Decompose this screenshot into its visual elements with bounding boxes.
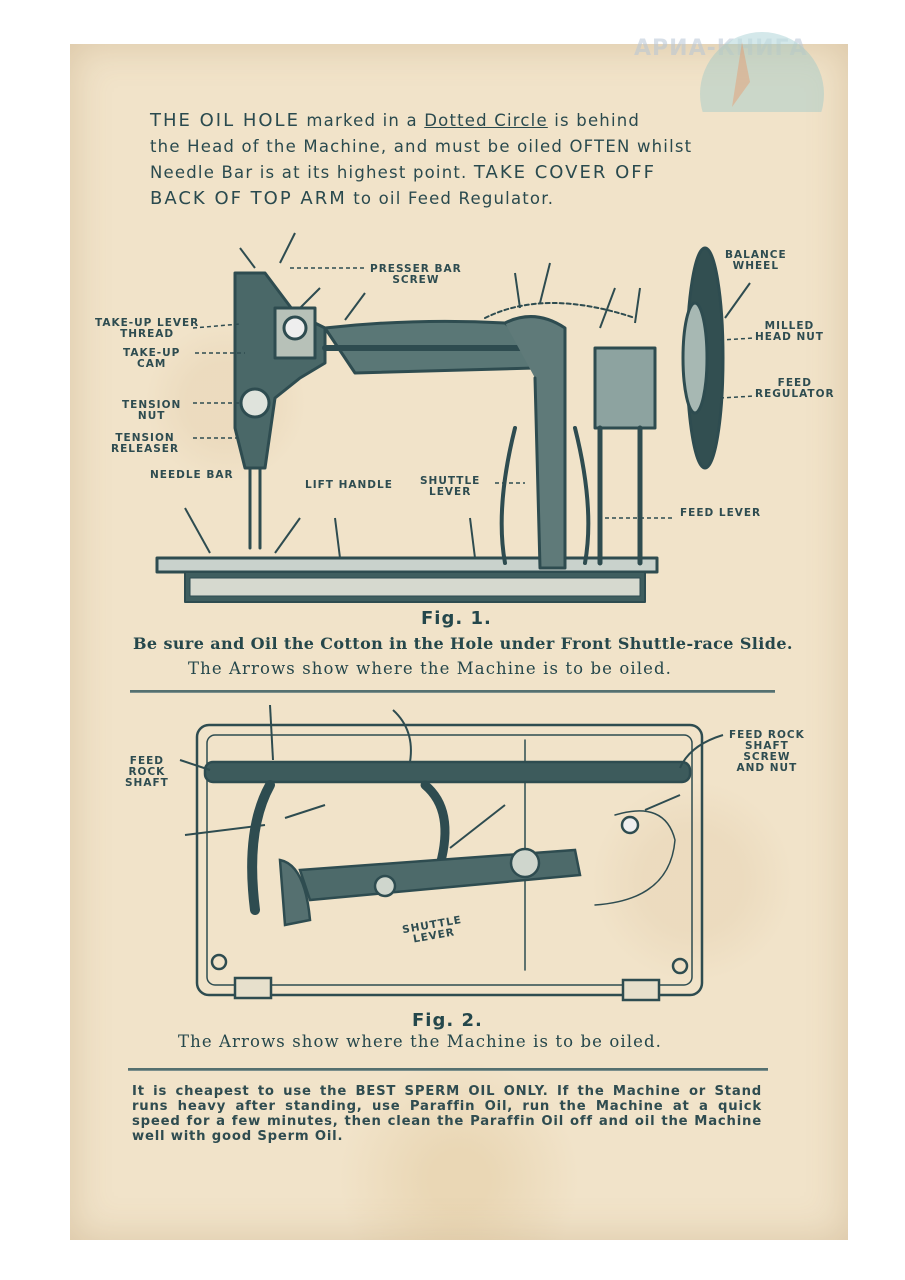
intro-oil-hole: THE OIL HOLE [150, 110, 300, 131]
label-shuttle-lever: SHUTTLE LEVER [420, 475, 481, 498]
intro-back-top-arm: BACK OF TOP ARM [150, 188, 347, 209]
intro-text: to oil Feed Regulator. [346, 189, 555, 208]
figure-1: PRESSER BAR SCREW BALANCE WHEEL TAKE-UP … [95, 228, 855, 608]
globe-icon [700, 32, 824, 112]
intro-paragraph: THE OIL HOLE marked in a Dotted Circle i… [150, 108, 790, 212]
label-take-up-lever-thread: TAKE-UP LEVER THREAD [95, 317, 200, 340]
manual-page [70, 44, 848, 1240]
label-tension-nut: TENSION NUT [122, 399, 182, 422]
label-balance-wheel: BALANCE WHEEL [725, 249, 787, 272]
sewing-machine-underside-illustration [179, 704, 724, 1002]
label-needle-bar: NEEDLE BAR [150, 469, 234, 481]
label-lift-handle: LIFT HANDLE [305, 479, 393, 491]
intro-text: Needle Bar is at its highest point. [150, 163, 474, 182]
label-feed-rock-shaft-screw-and-nut: FEED ROCK SHAFT SCREW AND NUT [729, 729, 805, 774]
watermark-logo: АРИА-КНИГА [632, 32, 872, 112]
divider-rule-2 [128, 1068, 768, 1071]
label-presser-bar-screw: PRESSER BAR SCREW [370, 263, 462, 286]
watermark-text: АРИА-КНИГА [634, 36, 808, 61]
intro-text: is behind [547, 111, 641, 130]
figure-2: FEED ROCK SHAFT FEED ROCK SHAFT SCREW AN… [125, 700, 825, 1005]
figure-1-caption-cotton: Be sure and Oil the Cotton in the Hole u… [133, 634, 793, 653]
figure-2-caption-arrows: The Arrows show where the Machine is to … [178, 1032, 663, 1051]
figure-1-title: Fig. 1. [421, 608, 492, 629]
intro-line-2: the Head of the Machine, and must be oil… [150, 137, 693, 156]
intro-text: marked in a [299, 111, 425, 130]
label-tension-releaser: TENSION RELEASER [111, 432, 180, 455]
label-feed-regulator: FEED REGULATOR [755, 377, 835, 400]
label-feed-rock-shaft: FEED ROCK SHAFT [125, 755, 169, 789]
divider-rule [130, 690, 775, 693]
label-take-up-cam: TAKE-UP CAM [123, 347, 181, 370]
figure-2-title: Fig. 2. [412, 1010, 483, 1031]
label-milled-head-nut: MILLED HEAD NUT [755, 320, 824, 343]
figure-1-caption-arrows: The Arrows show where the Machine is to … [188, 659, 673, 678]
label-feed-lever: FEED LEVER [680, 507, 762, 519]
footer-oil-instructions: It is cheapest to use the BEST SPERM OIL… [132, 1084, 762, 1144]
sewing-machine-side-illustration [155, 232, 756, 603]
intro-dotted-circle: Dotted Circle [424, 111, 548, 130]
intro-take-cover: TAKE COVER OFF [473, 162, 656, 183]
